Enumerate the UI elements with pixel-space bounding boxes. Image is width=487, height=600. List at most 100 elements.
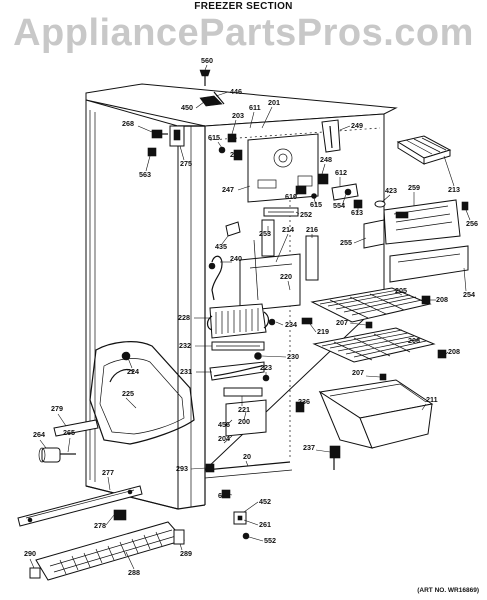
leader-lines: [29, 64, 471, 570]
callout-232: 232: [179, 341, 191, 350]
hinge-278: [113, 509, 127, 521]
ice-tray-213: [396, 135, 452, 165]
callout-249: 249: [351, 121, 363, 130]
callout-268: 268: [122, 119, 134, 128]
drain-pan-224-225: [89, 341, 195, 445]
wire-240: [208, 255, 223, 301]
callout-450: 450: [181, 103, 193, 112]
bracket-249: [321, 119, 341, 153]
callout-20: 20: [243, 452, 251, 461]
callout-435: 435: [215, 242, 227, 251]
callout-612: 612: [335, 168, 347, 177]
bracket-293: [205, 463, 215, 473]
callout-240: 240: [230, 254, 242, 263]
art-number: (ART NO. WR16869): [417, 587, 479, 594]
clip-289: [173, 529, 185, 545]
callout-446: 446: [230, 87, 242, 96]
callout-220: 220: [280, 272, 292, 281]
callout-256: 256: [466, 219, 478, 228]
heater-232: [211, 341, 265, 351]
callout-228: 228: [178, 313, 190, 322]
toe-grille-288: [35, 521, 185, 581]
callout-423: 423: [385, 186, 397, 195]
evaporator-cover: [247, 133, 319, 203]
callout-289: 289: [180, 549, 192, 558]
clip-230: [254, 352, 262, 360]
callout-219: 219: [317, 327, 329, 336]
callout-615-upper: 615: [208, 133, 220, 142]
callout-201: 201: [268, 98, 280, 107]
screw-560: [199, 69, 211, 86]
callout-216: 216: [306, 225, 318, 234]
callout-207-upper: 207: [336, 318, 348, 327]
wire-shelf-206: [312, 327, 436, 363]
callout-290: 290: [24, 549, 36, 558]
callout-265: 265: [63, 428, 75, 437]
callout-278: 278: [94, 521, 106, 530]
callout-259: 259: [408, 183, 420, 192]
callout-554: 554: [333, 201, 345, 210]
callout-221: 221: [238, 405, 250, 414]
air-duct-214: [239, 239, 301, 312]
callout-264: 264: [33, 430, 45, 439]
bracket-450-446: [199, 91, 225, 107]
watermark: AppliancePartsPros.com: [13, 12, 474, 54]
shelf-front-254: [389, 245, 469, 283]
callout-277: 277: [102, 468, 114, 477]
callout-254: 254: [463, 290, 475, 299]
callout-255: 255: [340, 238, 352, 247]
part-563: [147, 147, 157, 157]
parts-609-452-261-552: [221, 489, 250, 540]
callout-214: 214: [282, 225, 294, 234]
callout-560: 560: [201, 56, 213, 65]
panel-255: [363, 219, 385, 249]
part-610-615: [295, 185, 317, 199]
callout-230: 230: [287, 352, 299, 361]
wire-shelf-205: [310, 287, 432, 323]
shelf-supports-207-208: [365, 295, 447, 381]
rail-279: [53, 419, 99, 437]
damper-252: [263, 207, 299, 217]
callout-253: 253: [259, 229, 271, 238]
callout-231: 231: [180, 367, 192, 376]
callout-224: 224: [127, 367, 139, 376]
callout-204: 204: [218, 434, 230, 443]
callout-275: 275: [180, 159, 192, 168]
callout-251: 251: [230, 150, 242, 159]
part-435: [225, 221, 241, 237]
ice-bin-211: [318, 379, 434, 449]
part-236-237: [295, 401, 341, 470]
callout-610: 610: [285, 192, 297, 201]
section-title: FREEZER SECTION: [194, 1, 293, 12]
callout-223: 223: [260, 363, 272, 372]
callout-288: 288: [128, 568, 140, 577]
trough-231: [209, 361, 265, 381]
callout-205: 205: [395, 286, 407, 295]
channel-253: [261, 219, 275, 257]
callout-613: 613: [351, 208, 363, 217]
callout-203: 203: [232, 111, 244, 120]
callout-279: 279: [51, 404, 63, 413]
callout-211: 211: [426, 395, 438, 404]
callout-248: 248: [320, 155, 332, 164]
callout-609: 609: [218, 491, 230, 500]
callout-452: 452: [259, 497, 271, 506]
shelf-bracket-259: [383, 199, 461, 245]
callout-552: 552: [264, 536, 276, 545]
part-234-219: [268, 317, 313, 326]
callout-206: 206: [408, 336, 420, 345]
callout-225: 225: [122, 389, 134, 398]
callout-261: 261: [259, 520, 271, 529]
callout-252: 252: [300, 210, 312, 219]
evaporator-228: [206, 303, 270, 339]
callout-236: 236: [298, 397, 310, 406]
duct-216: [305, 235, 319, 281]
latch-268: [151, 129, 168, 139]
callout-213: 213: [448, 185, 460, 194]
screw-256: [461, 201, 469, 211]
clip-290: [29, 567, 41, 579]
callout-611: 611: [249, 103, 261, 112]
callout-237: 237: [303, 443, 315, 452]
callout-labels: 560 446 450 611 201 203 268 615 251 249 …: [24, 56, 478, 577]
